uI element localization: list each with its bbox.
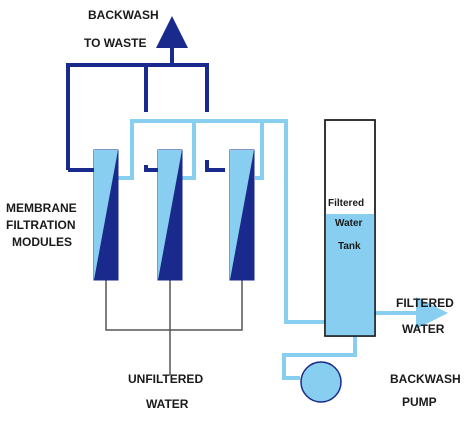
tank-label-line1: Filtered bbox=[328, 198, 365, 209]
backwash-pump-label-line2: PUMP bbox=[402, 395, 437, 409]
unfiltered-label-line1: UNFILTERED bbox=[128, 372, 204, 386]
membrane-module-1 bbox=[93, 149, 119, 281]
backwash-pipe bbox=[66, 16, 225, 172]
membrane-module-2 bbox=[157, 149, 183, 281]
membrane-label-line2: FILTRATION bbox=[6, 218, 76, 232]
unfiltered-feed-lines bbox=[105, 280, 243, 375]
membrane-label-line3: MODULES bbox=[12, 235, 72, 249]
backwash-label: BACKWASH bbox=[88, 8, 159, 22]
membrane-module-3 bbox=[229, 149, 255, 281]
filtered-water-out-line1: FILTERED bbox=[396, 296, 454, 310]
membrane-label-line1: MEMBRANE bbox=[6, 201, 77, 215]
unfiltered-label-line2: WATER bbox=[146, 397, 189, 411]
backwash-pump-icon bbox=[300, 361, 342, 403]
tank-label-line2: Water bbox=[335, 218, 363, 229]
backwash-pump-label-line1: BACKWASH bbox=[390, 372, 461, 386]
tank-label-line3: Tank bbox=[338, 241, 361, 252]
filtered-water-out-line2: WATER bbox=[402, 322, 445, 336]
filtered-pipe bbox=[118, 119, 448, 380]
filtered-water-tank bbox=[324, 119, 376, 337]
to-waste-label: TO WASTE bbox=[84, 36, 147, 50]
